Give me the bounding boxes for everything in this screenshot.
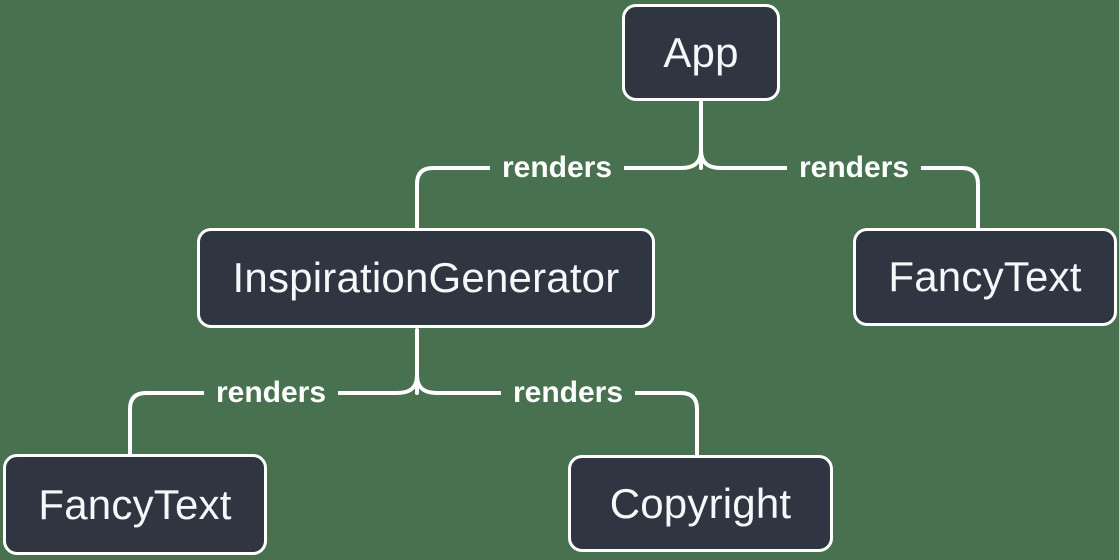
- edge-label-renders-app-fancytext: renders: [786, 149, 922, 187]
- edge-line-app-to-fancytext: [699, 148, 980, 230]
- node-app: App: [622, 4, 780, 101]
- node-inspiration-generator: InspirationGenerator: [197, 228, 655, 328]
- edge-label-renders-app-inspiration: renders: [489, 149, 625, 187]
- node-copyright: Copyright: [568, 455, 833, 552]
- edge-line-app-to-inspiration: [415, 148, 703, 230]
- edge-line-inspiration-to-fancytext: [128, 373, 419, 456]
- node-fancytext-left: FancyText: [3, 454, 267, 555]
- node-fancytext-right: FancyText: [853, 228, 1117, 326]
- edge-line-inspiration-to-copyright: [415, 373, 699, 457]
- edge-label-renders-inspiration-copyright: renders: [500, 374, 636, 412]
- edge-label-renders-inspiration-fancytext: renders: [203, 374, 339, 412]
